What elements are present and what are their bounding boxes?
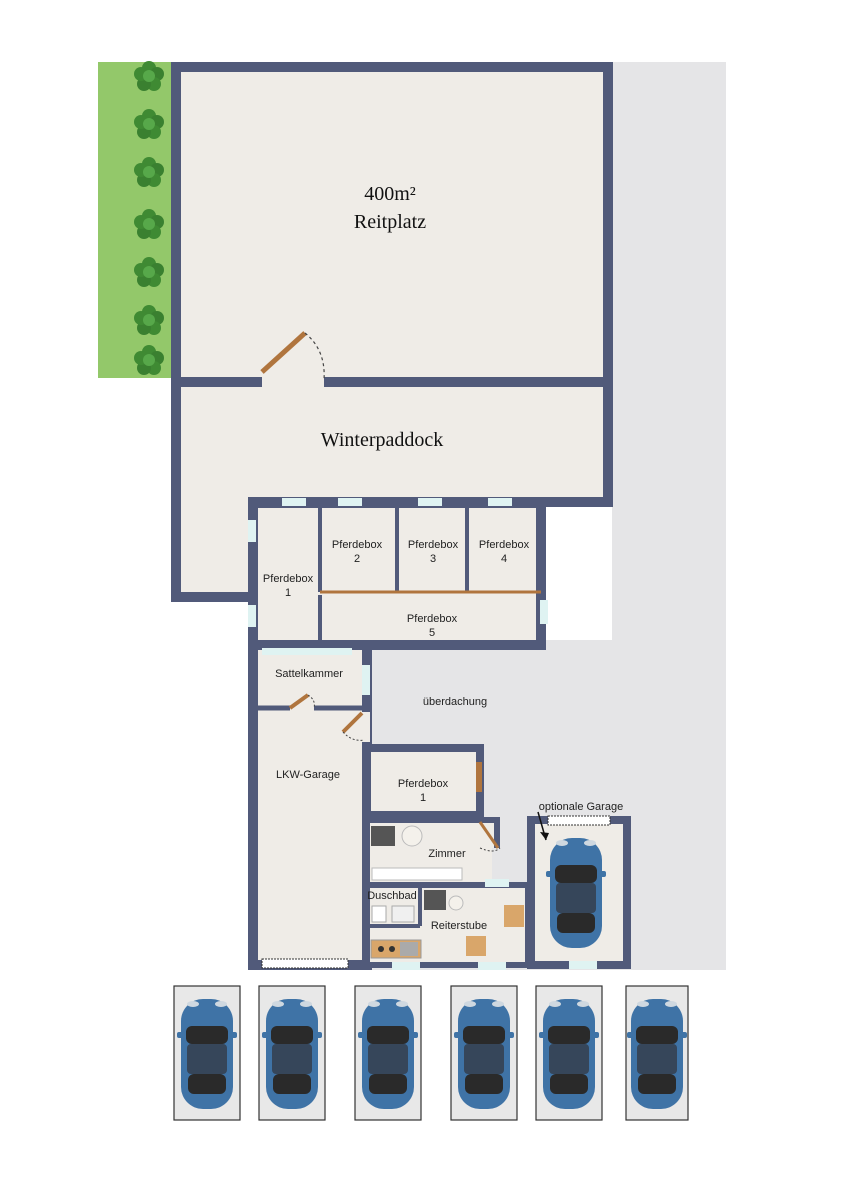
room-reitplatz (171, 62, 613, 387)
label-duschbad: Duschbad (367, 890, 417, 902)
window-icon (338, 498, 362, 506)
label-pferdebox-small-number: 1 (420, 792, 426, 804)
window-icon (362, 665, 370, 695)
window-icon (418, 498, 442, 506)
room-lkw-garage (248, 640, 372, 970)
window-icon (540, 600, 548, 624)
label-pferdebox-3: Pferdebox (408, 539, 459, 551)
label-pferdebox-small: Pferdebox (398, 778, 449, 790)
window-icon (248, 520, 256, 542)
label-optionale-garage: optionale Garage (539, 801, 623, 813)
door-icon (288, 693, 315, 710)
label-pferdebox-5-number: 5 (429, 627, 435, 639)
label-pferdebox-3-number: 3 (430, 553, 436, 565)
window-icon (282, 498, 306, 506)
label-pferdebox-4-number: 4 (501, 553, 507, 565)
window-icon (248, 605, 256, 627)
parking-row (173, 985, 689, 1121)
car-icon (262, 999, 322, 1109)
car-icon (358, 999, 418, 1109)
label-reitplatz: Reitplatz (354, 211, 426, 233)
label-pferdebox-1: Pferdebox (263, 573, 314, 585)
label-pferdebox-5: Pferdebox (407, 613, 458, 625)
label-sattelkammer: Sattelkammer (275, 668, 343, 680)
window-icon (488, 498, 512, 506)
car-icon (546, 838, 606, 948)
label-zimmer: Zimmer (428, 848, 466, 860)
car-icon (177, 999, 237, 1109)
label-pferdebox-1-number: 1 (285, 587, 291, 599)
chair-icon (424, 890, 446, 910)
door-icon (478, 821, 501, 852)
label-ueberdachung: überdachung (423, 696, 487, 708)
car-icon (539, 999, 599, 1109)
arrow-icon (537, 811, 549, 841)
label-pferdebox-2: Pferdebox (332, 539, 383, 551)
door-icon (341, 711, 365, 741)
label-reitplatz-area: 400m² (364, 183, 416, 205)
car-icon (454, 999, 514, 1109)
label-winterpaddock: Winterpaddock (321, 429, 443, 451)
door-icon (260, 331, 325, 381)
room-residential-block (363, 744, 484, 819)
label-reiterstube: Reiterstube (431, 920, 487, 932)
label-pferdebox-4: Pferdebox (479, 539, 530, 551)
label-lkw-garage: LKW-Garage (276, 769, 340, 781)
car-icon (627, 999, 687, 1109)
label-pferdebox-2-number: 2 (354, 553, 360, 565)
chair-icon (371, 826, 395, 846)
